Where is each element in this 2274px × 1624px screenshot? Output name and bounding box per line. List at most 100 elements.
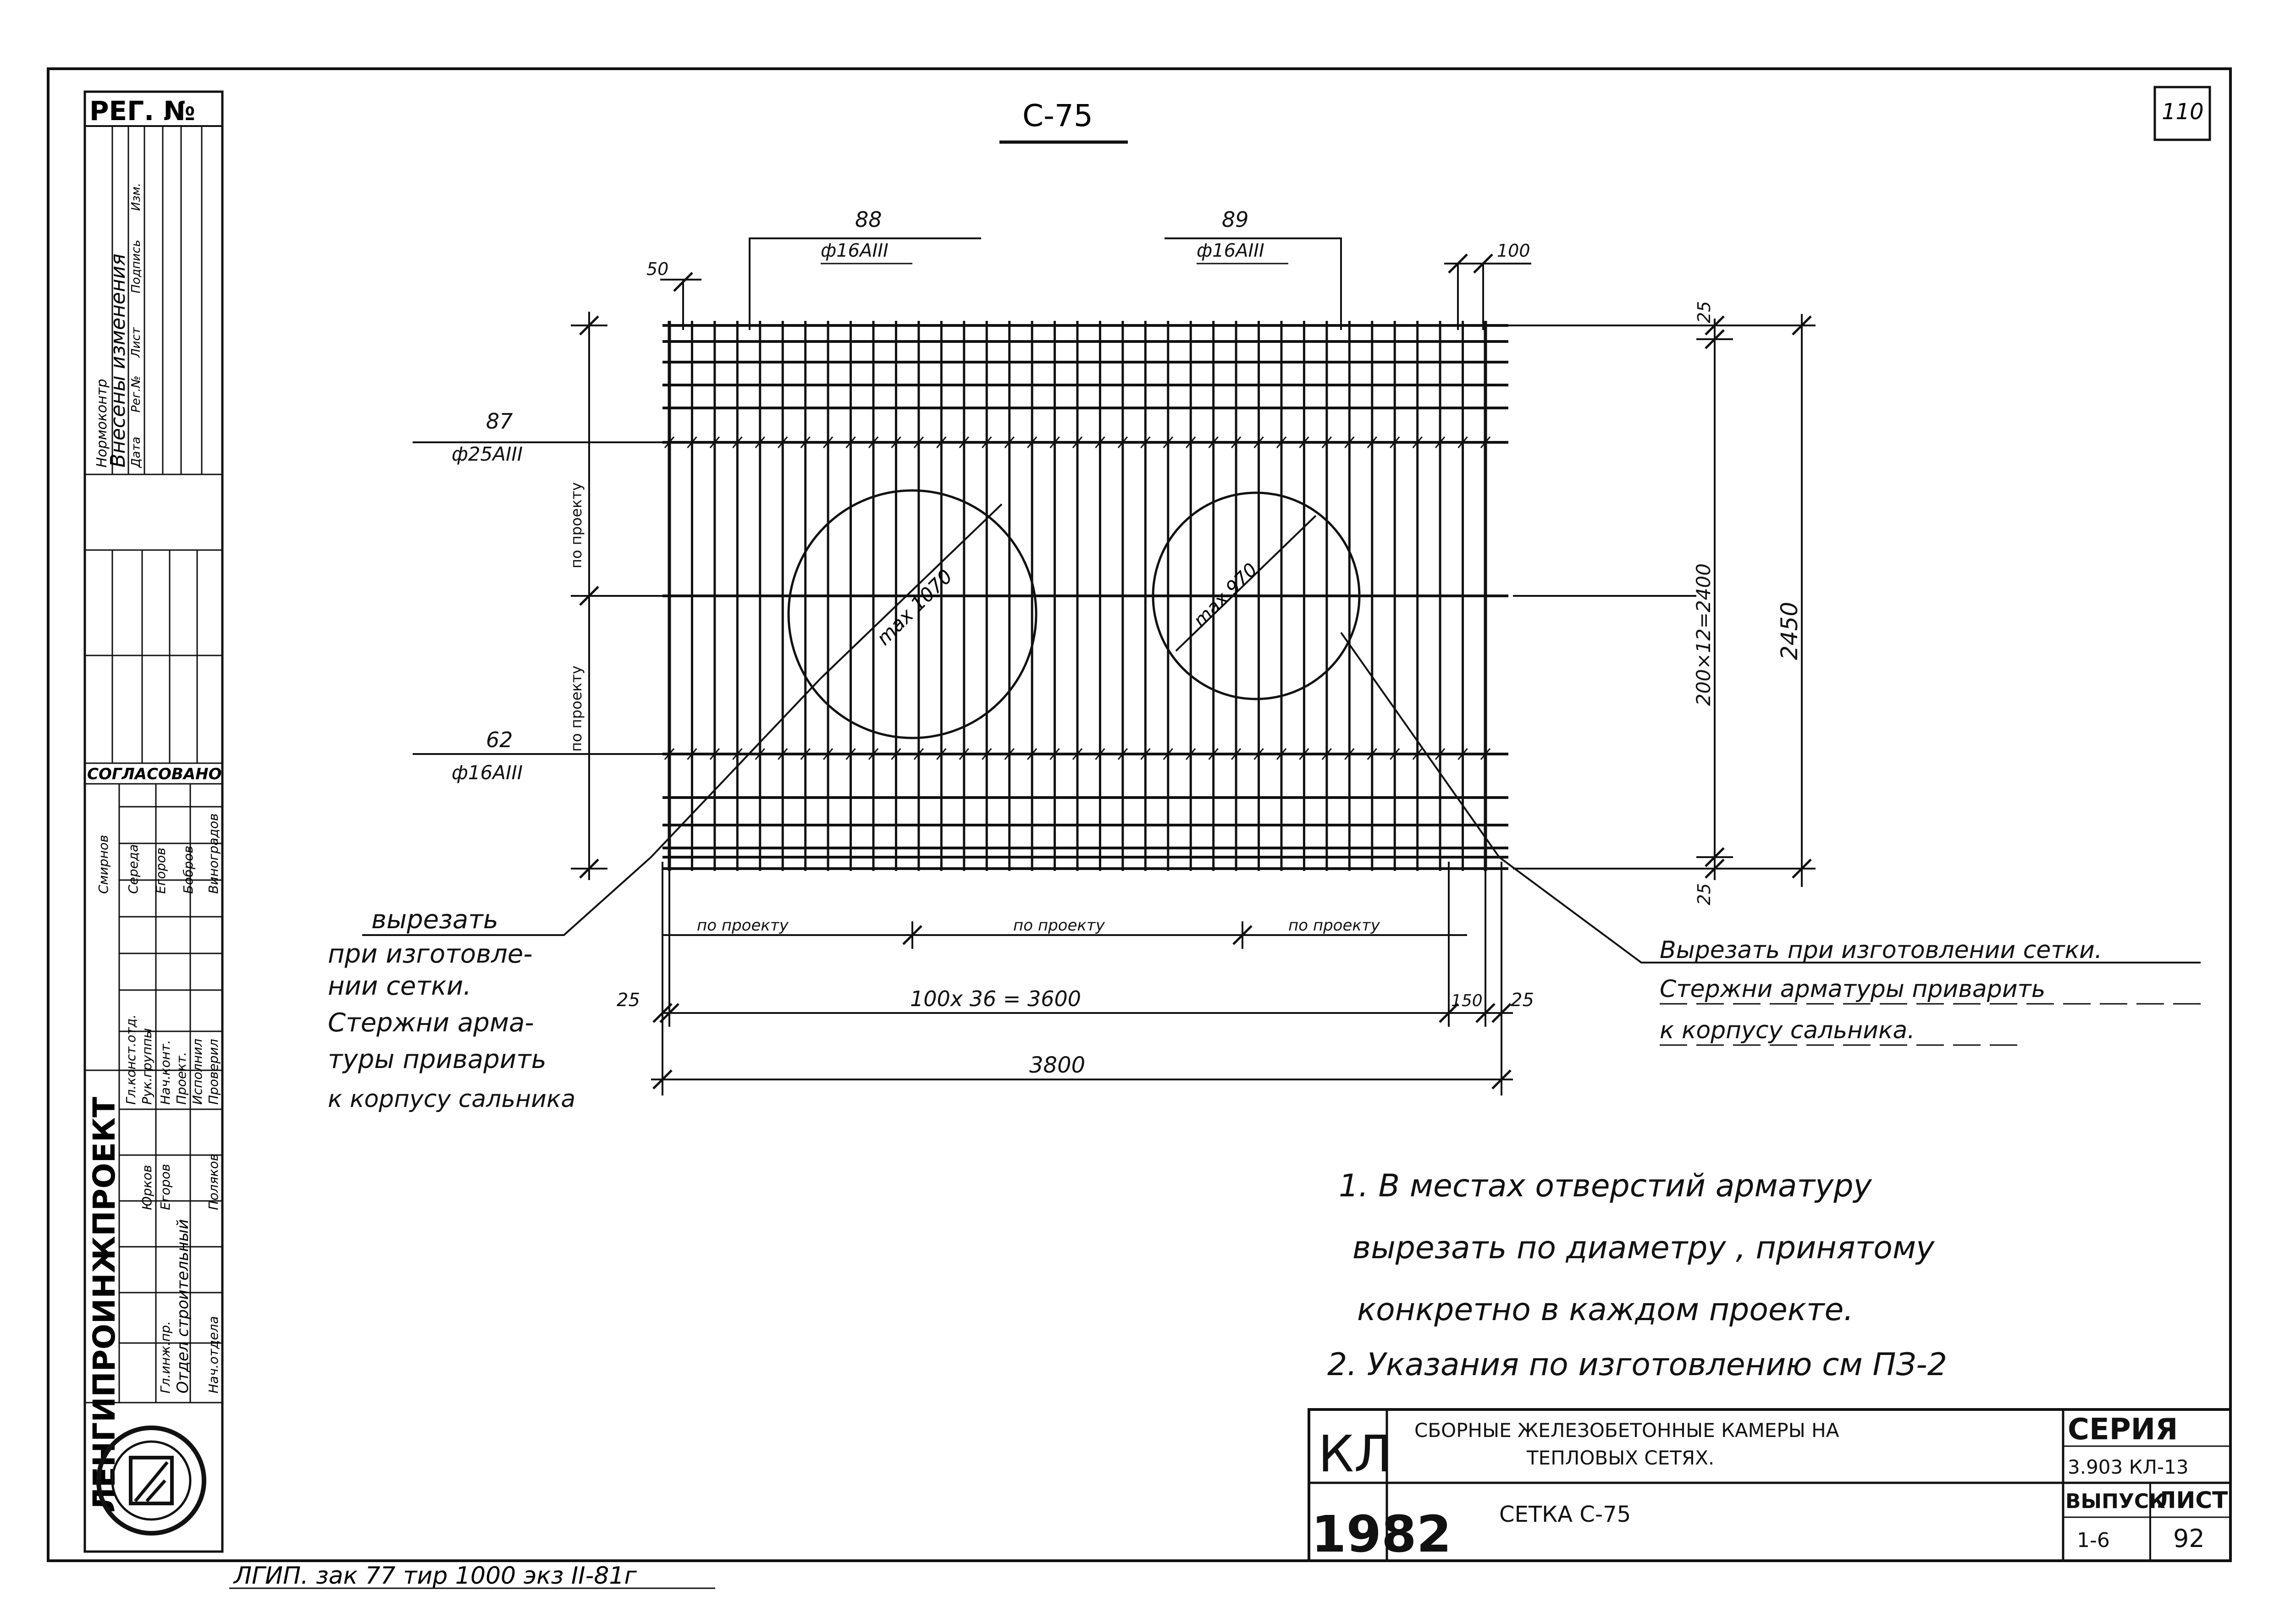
weld-tick — [1117, 748, 1128, 760]
tb-sheet-label: ЛИСТ — [2157, 1487, 2228, 1514]
chief-label: Гл.инж.пр. — [158, 1321, 173, 1393]
bottom-segment-1: по проекту — [697, 916, 789, 935]
top-offset-right: 100 — [1497, 241, 1530, 261]
bottom-segment-3: по проекту — [1288, 916, 1380, 935]
weld-tick — [822, 436, 833, 448]
role-6: Проверил — [206, 1039, 221, 1105]
weld-tick — [687, 436, 697, 448]
changes-col-date: Дата — [129, 437, 143, 468]
weld-tick — [709, 436, 720, 448]
drawing-title: С-75 — [1022, 98, 1093, 133]
weld-tick — [1276, 436, 1287, 448]
left-dim-upper: по проекту — [568, 482, 585, 568]
weld-tick — [891, 436, 901, 448]
weld-tick — [1027, 748, 1038, 760]
opening-left-label: max 1070 — [872, 565, 956, 650]
left-lower-mark: 62 — [486, 727, 513, 752]
weld-tick — [1186, 436, 1196, 448]
weld-tick — [1004, 748, 1015, 760]
right-note-line-2: Стержни арматуры приварить — [1660, 975, 2045, 1003]
approval-2: Середа — [126, 844, 141, 894]
weld-tick — [936, 748, 947, 760]
weld-tick — [1412, 436, 1423, 448]
weld-tick — [755, 748, 765, 760]
weld-tick — [1367, 436, 1377, 448]
weld-tick — [1072, 748, 1083, 760]
weld-tick — [1163, 436, 1173, 448]
dimensions — [413, 237, 1816, 1096]
approval-5: Виноградов — [206, 814, 221, 894]
bottom-total: 3800 — [1029, 1052, 1085, 1078]
approval-1: Смирнов — [96, 835, 111, 894]
reinforcing-mesh — [662, 321, 1508, 871]
stamp-column: РЕГ. № — [83, 90, 224, 1553]
right-note-line-3: к корпусу сальника. — [1660, 1017, 1915, 1044]
tb-series-label: СЕРИЯ — [2068, 1413, 2178, 1447]
approved-label: СОГЛАСОВАНО — [87, 765, 222, 783]
top-left-bar: ф16АIII — [821, 240, 889, 261]
general-note-4: 2. Указания по изготовлению см ПЗ-2 — [1327, 1347, 1947, 1383]
institute-seal-icon — [96, 1426, 206, 1536]
left-note-line-6: к корпусу сальника — [328, 1085, 575, 1113]
weld-tick — [1072, 436, 1083, 448]
weld-tick — [1344, 748, 1355, 760]
weld-tick — [1049, 748, 1060, 760]
sheet-frame — [47, 67, 2232, 1562]
weld-tick — [1390, 436, 1400, 448]
weld-tick — [1321, 748, 1332, 760]
weld-tick — [845, 436, 856, 448]
weld-tick — [732, 436, 743, 448]
footer-print: ЛГИП. зак 77 тир 1000 экз II-81г — [233, 1562, 637, 1590]
general-notes: 1. В местах отверстий арматуру вырезать … — [1327, 1168, 1947, 1383]
weld-tick — [1208, 436, 1219, 448]
weld-tick — [800, 436, 811, 448]
role-4: Проект. — [174, 1052, 189, 1105]
general-note-3: конкретно в каждом проекте. — [1357, 1292, 1854, 1328]
weld-tick — [1253, 748, 1264, 760]
bottom-left-offset: 25 — [617, 990, 640, 1011]
top-offset-left: 50 — [646, 259, 668, 279]
weld-tick — [1253, 436, 1264, 448]
weld-tick — [1186, 748, 1196, 760]
weld-tick — [1390, 748, 1400, 760]
weld-tick — [1480, 436, 1491, 448]
right-dim-inner: 200×12=2400 — [1692, 563, 1715, 706]
weld-tick — [1231, 436, 1242, 448]
tb-sheet-name: СЕТКА С-75 — [1499, 1502, 1631, 1527]
tb-code: КЛ — [1318, 1425, 1392, 1483]
approval-4: Бобров — [181, 846, 196, 894]
left-note-line-2: при изготовле- — [328, 939, 533, 969]
weld-tick — [1412, 748, 1423, 760]
dept-label: Отдел строительный — [174, 1219, 192, 1393]
changes-col-change: Изм. — [129, 183, 143, 211]
left-dim-lower: по проекту — [568, 666, 585, 752]
bottom-right-150: 150 — [1451, 991, 1483, 1010]
weld-tick — [1480, 748, 1491, 760]
top-right-mark: 89 — [1222, 207, 1249, 232]
weld-tick — [1027, 436, 1038, 448]
left-note-line-4: Стержни арма- — [328, 1008, 534, 1038]
weld-tick — [959, 436, 969, 448]
weld-tick — [868, 436, 879, 448]
weld-tick — [891, 748, 901, 760]
right-dim-outer: 2450 — [1776, 602, 1803, 660]
left-lower-bar: ф16АIII — [452, 761, 523, 784]
tb-series-value: 3.903 КЛ-13 — [2068, 1456, 2189, 1478]
weld-tick — [1457, 436, 1468, 448]
approval-3: Егоров — [153, 848, 168, 894]
left-note-line-5: туры приварить — [328, 1045, 546, 1074]
name-3: Поляков — [206, 1154, 221, 1210]
tb-year: 1982 — [1311, 1505, 1452, 1563]
weld-tick — [778, 436, 788, 448]
role-5: Исполнил — [190, 1039, 205, 1105]
org-name: ЛЕНГИПРОИНЖПРОЕКТ — [87, 1097, 122, 1513]
weld-tick — [1299, 748, 1309, 760]
weld-tick — [687, 748, 697, 760]
weld-tick — [1140, 436, 1151, 448]
weld-tick — [822, 748, 833, 760]
changes-col-reg: Рег.№ — [129, 375, 143, 413]
bottom-segment-2: по проекту — [1013, 916, 1105, 935]
weld-tick — [959, 748, 969, 760]
right-note: Вырезать при изготовлении сетки. Стержни… — [1660, 936, 2201, 1046]
